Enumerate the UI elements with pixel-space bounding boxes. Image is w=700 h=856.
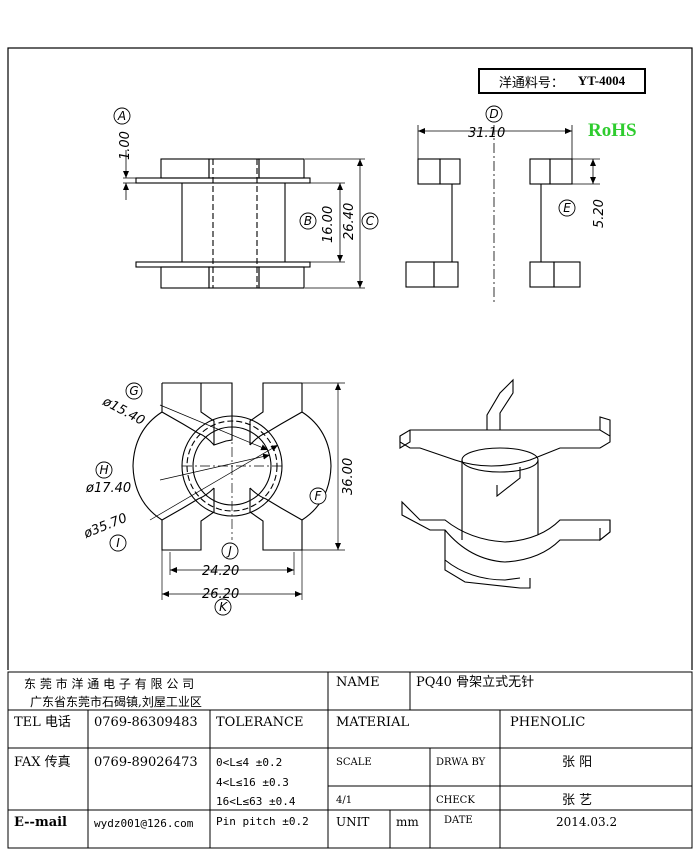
part-number-box: 洋通料号： YT-4004	[478, 68, 646, 94]
technical-drawing: 1.00 16.00 26.40 31.10 5.20	[7, 47, 693, 670]
dim-26-40: 26.40	[342, 203, 357, 240]
tolerance-label: TOLERANCE	[216, 715, 304, 730]
drawby-label: DRWA BY	[436, 757, 486, 768]
callout-d: D	[489, 107, 498, 121]
tolerance-line-1: 0<L≤4 ±0.2	[216, 756, 283, 769]
isometric-view	[399, 378, 611, 589]
email-label: E--mail	[14, 815, 67, 830]
front-view	[135, 158, 311, 289]
front-view-dims	[123, 150, 365, 289]
dim-17-40: ø17.40	[85, 481, 131, 496]
date-value: 2014.03.2	[556, 815, 618, 829]
material-value: PHENOLIC	[510, 715, 586, 730]
callout-g: G	[129, 384, 138, 398]
check-label: CHECK	[436, 795, 475, 806]
callout-e: E	[563, 201, 571, 215]
drawby-value: 张 阳	[562, 755, 593, 770]
callout-i: I	[116, 536, 120, 550]
fax-value: 0769-89026473	[94, 755, 198, 770]
dim-36-00: 36.00	[341, 458, 356, 495]
material-label: MATERIAL	[336, 715, 410, 730]
tel-value: 0769-86309483	[94, 715, 198, 730]
scale-label: SCALE	[336, 757, 372, 768]
callout-a: A	[117, 109, 126, 123]
callout-k: K	[219, 600, 228, 614]
company-address: 广东省东莞市石碣镇,刘屋工业区	[30, 695, 202, 709]
callout-b: B	[304, 214, 312, 228]
top-view-dims	[149, 382, 345, 600]
part-number-value: YT-4004	[577, 73, 626, 88]
name-value: PQ40 骨架立式无针	[416, 675, 535, 690]
dim-31-10: 31.10	[468, 126, 505, 141]
callouts	[95, 105, 576, 616]
fax-label: FAX 传真	[14, 755, 71, 770]
sheet-border	[7, 47, 693, 670]
tolerance-line-4: Pin pitch ±0.2	[216, 815, 309, 828]
dim-5-20: 5.20	[592, 199, 607, 228]
scale-value: 4/1	[336, 795, 353, 806]
rohs-mark: RoHS	[588, 120, 637, 141]
callout-f: F	[315, 489, 323, 503]
dim-16-00: 16.00	[321, 206, 336, 243]
side-view	[405, 125, 581, 305]
date-label: DATE	[444, 815, 473, 826]
callout-j: J	[226, 544, 232, 558]
name-label: NAME	[336, 675, 380, 690]
tel-label: TEL 电话	[14, 715, 71, 730]
email-value: wydz001@126.com	[94, 817, 194, 830]
dim-1-00: 1.00	[118, 131, 133, 160]
unit-label: UNIT	[336, 815, 370, 829]
company-name: 东 莞 市 洋 通 电 子 有 限 公 司	[24, 677, 195, 691]
side-view-dims	[417, 125, 600, 185]
dim-26-20: 26.20	[202, 587, 239, 602]
dim-24-20: 24.20	[202, 564, 239, 579]
check-value: 张 艺	[562, 793, 593, 808]
top-view	[132, 382, 332, 551]
tolerance-line-3: 16<L≤63 ±0.4	[216, 795, 296, 808]
unit-value: mm	[396, 815, 419, 829]
callout-c: C	[366, 214, 375, 228]
part-number-label: 洋通料号：	[498, 75, 564, 91]
callout-h: H	[99, 463, 108, 477]
tolerance-line-2: 4<L≤16 ±0.3	[216, 776, 289, 789]
